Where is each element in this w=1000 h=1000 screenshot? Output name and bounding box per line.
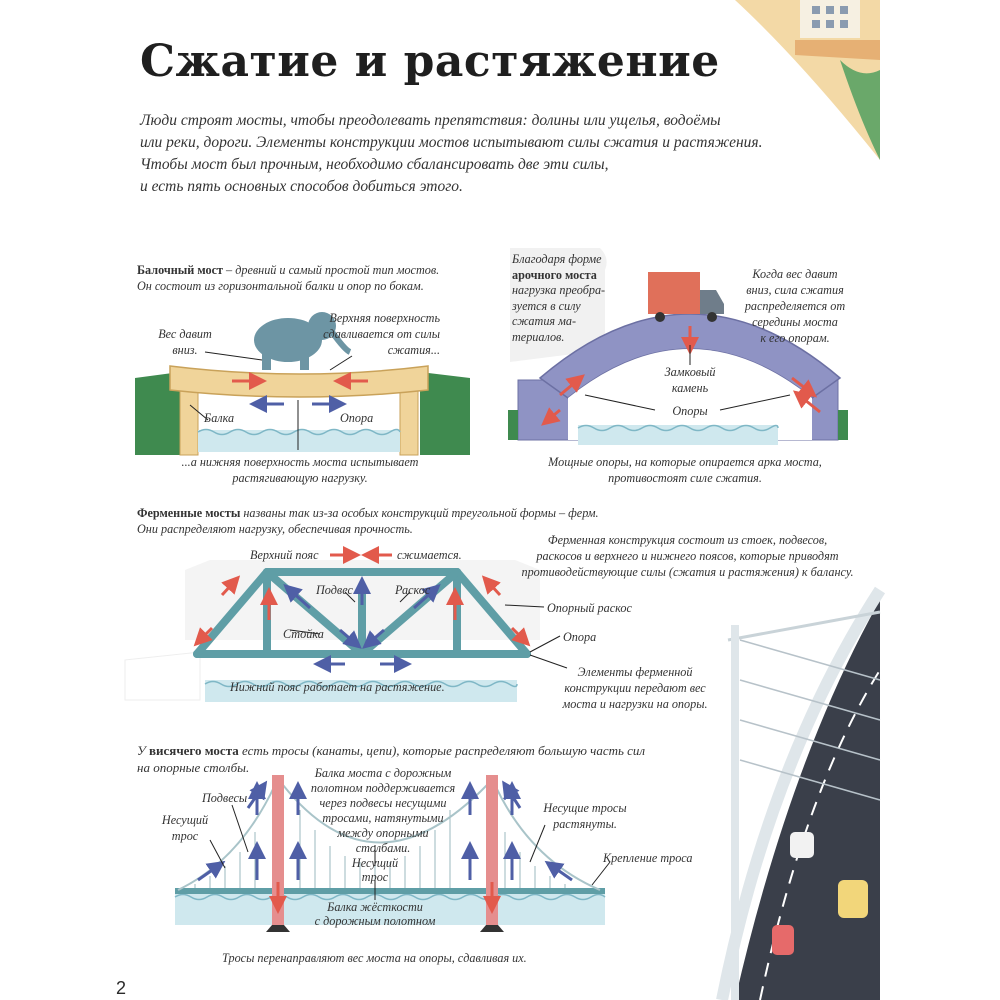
truss-label-end-diagonal: Опорный раскос [547,601,632,615]
label-line: Вес давит [158,327,212,341]
beam-label-bottom: ...а нижняя поверхность моста испытывает… [150,454,450,486]
label-line: Несущий [161,813,209,827]
label-line: Когда вес давит [752,267,838,281]
label-line: полотном поддерживается [310,781,456,795]
intro-line: Люди строят мосты, чтобы преодолевать пр… [140,112,721,129]
label-line: моста и нагрузки на опоры. [562,697,708,711]
label-line: Благодаря форме [512,252,602,266]
label-line: Ферменная конструкция состоит из стоек, … [547,533,828,547]
beam-label-weight: Вес давит вниз. [150,326,220,358]
label-line: Замковый [664,365,716,379]
truss-heading-line2: Они распределяют нагрузку, обеспечивая п… [137,522,413,536]
truss-label-hanger: Подвес [316,583,353,597]
label-line: Элементы ферменной [577,665,693,679]
intro-line: и есть пять основных способов добиться э… [140,178,463,195]
beam-label-support: Опора [340,411,374,425]
label-line: противодействующие силы (сжатия и растяж… [521,565,854,579]
arch-right-text: Когда вес давит вниз, сила сжатия распре… [735,266,855,346]
arch-label-bottom: Мощные опоры, на которые опирается арка … [520,454,850,486]
label-line: трос [171,829,199,843]
beam-heading-line2: Он состоит из горизонтальной балки и опо… [137,279,424,293]
label-line: середины моста [752,315,838,329]
label-line: вниз, сила сжатия [746,283,844,297]
page-title: Сжатие и растяжение [140,36,720,87]
suspension-label-deck: Балка моста с дорожным полотном поддержи… [298,766,468,856]
arch-label-keystone: Замковый камень [650,364,730,396]
label-line: раскосов и верхнего и нижнего поясов, ко… [536,549,839,563]
label-line: через подвесы несущими [319,796,447,810]
suspension-label-hangers: Подвесы [202,791,248,805]
beam-heading-rest: – древний и самый простой тип мостов. [223,263,440,277]
label-line: сдавливается от силы [323,327,440,341]
label-line: с дорожным полотном [314,914,436,928]
intro-line: или реки, дороги. Элементы конструкции м… [140,134,763,151]
label-line: столбами. [355,841,411,855]
suspension-label-bottom: Тросы перенаправляют вес моста на опоры,… [222,951,527,965]
label-line: териалов. [512,329,565,344]
label-line: трос [361,870,389,884]
arch-bold-line: арочного моста [512,267,597,282]
suspension-label-stiffening: Балка жёсткости с дорожным полотном [310,900,440,928]
label-line: конструкции передают вес [564,681,706,695]
label-line: Балка моста с дорожным [314,766,452,780]
label-line: сжатия ма- [512,314,577,328]
truss-right-text: Ферменная конструкция состоит из стоек, … [505,532,870,580]
suspension-heading: У висячего моста есть тросы (канаты, цеп… [137,742,645,776]
beam-bridge-diagram [135,312,470,456]
truss-label-compressed: сжимается. [397,548,462,562]
suspension-label-cables-tension: Несущие тросы растянуты. [530,800,640,832]
suspension-bridge-diagram [174,775,611,932]
label-line: ...а нижняя поверхность моста испытывает [181,455,419,469]
label-line: вниз. [172,343,198,357]
intro-paragraph: Люди строят мосты, чтобы преодолевать пр… [140,110,840,198]
truss-label-diagonal: Раскос [395,583,431,597]
label-line: к его опорам. [760,331,830,345]
label-line: распределяется от [744,299,846,313]
truss-heading-rest: названы так из-за особых конструкций тре… [240,506,599,520]
suspension-heading-bold: висячего моста [149,743,239,758]
truss-label-support: Опора [563,630,597,644]
label-line: между опорными [337,826,429,840]
beam-label-beam: Балка [204,411,235,425]
truss-heading: Ферменные мосты названы так из-за особых… [137,505,599,537]
road-bridge-illustration [716,586,886,1000]
truss-label-top-chord: Верхний пояс [250,548,319,562]
suspension-label-anchor: Крепление троса [603,851,693,865]
suspension-label-main-cable-left: Несущий трос [150,812,220,844]
label-line: растянуты. [553,817,617,831]
arch-label-supports: Опоры [672,404,708,418]
truss-bridge-diagram [124,546,568,702]
beam-heading-bold: Балочный мост [137,263,223,277]
label-line: Верхняя поверхность [329,311,440,325]
city-corner-illustration [735,0,880,160]
truss-heading-bold: Ферменные мосты [137,506,241,520]
label-line: зуется в силу [512,298,581,313]
arch-left-text: Благодаря форме арочного моста нагрузка … [512,252,605,345]
label-line: тросами, натянутыми [322,811,444,825]
label-line: нагрузка преобра- [512,283,606,297]
label-line: Мощные опоры, на которые опирается арка … [548,455,822,469]
page-number: 2 [116,978,127,998]
truss-label-elements: Элементы ферменной конструкции передают … [540,664,730,712]
beam-label-top-surface: Верхняя поверхность сдавливается от силы… [300,310,440,358]
label-line: противостоят силе сжатия. [608,471,762,485]
beam-heading: Балочный мост – древний и самый простой … [137,262,439,294]
intro-line: Чтобы мост был прочным, необходимо сбала… [140,156,609,173]
suspension-heading-line2: на опорные столбы. [137,760,250,775]
label-line: камень [671,381,709,395]
heading-pre: У [137,743,149,758]
suspension-heading-rest: есть тросы (канаты, цепи), которые распр… [238,743,646,758]
truss-label-bottom-chord: Нижний пояс работает на растяжение. [230,680,445,694]
truss-label-post: Стойка [283,627,324,641]
label-line: растягивающую нагрузку. [232,471,368,485]
suspension-label-main-cable-mid: Несущий трос [340,856,410,884]
label-line: Несущий [351,856,399,870]
arch-bridge-diagram [508,248,848,445]
label-line: Несущие тросы [543,801,627,815]
label-line: сжатия... [387,343,440,357]
label-line: Балка жёсткости [327,900,423,914]
